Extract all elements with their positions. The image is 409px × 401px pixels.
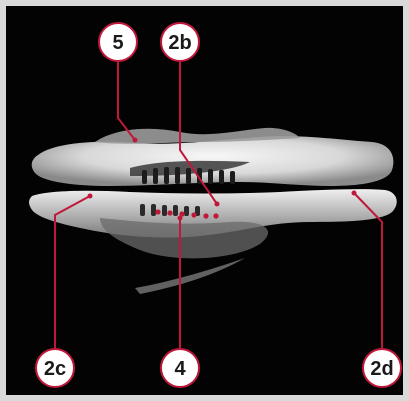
svg-text:2c: 2c	[44, 358, 66, 380]
callout-4: 4	[161, 349, 199, 387]
svg-text:5: 5	[112, 32, 123, 54]
callout-2c: 2c	[36, 349, 74, 387]
svg-text:2b: 2b	[168, 32, 191, 54]
callout-5: 5	[99, 23, 137, 61]
svg-text:2d: 2d	[370, 358, 393, 380]
callout-2d: 2d	[363, 349, 401, 387]
callout-2b: 2b	[161, 23, 199, 61]
svg-text:4: 4	[174, 358, 186, 380]
